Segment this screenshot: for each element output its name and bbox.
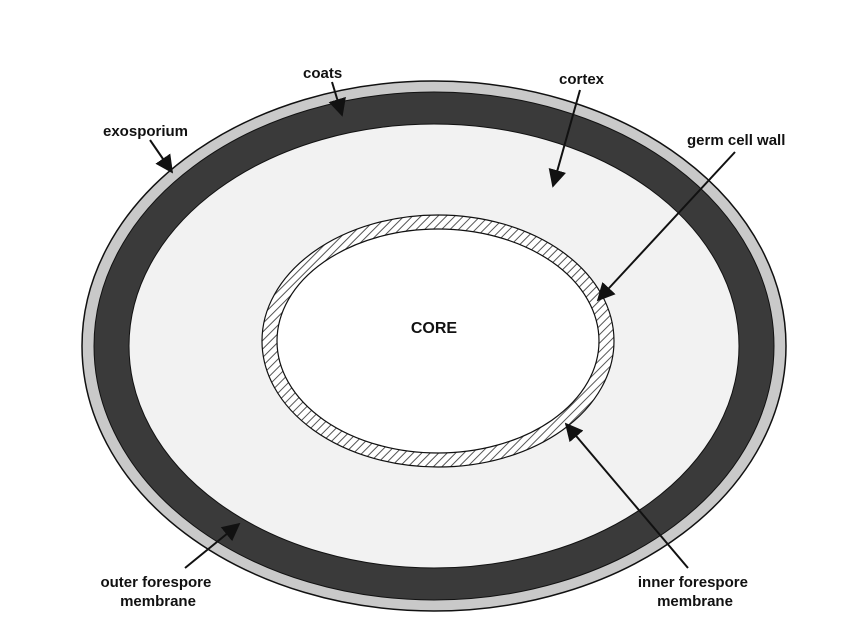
inner-forespore-membrane-line-1: inner forespore bbox=[638, 574, 748, 591]
cortex-arrow bbox=[548, 89, 581, 188]
cortex-label: cortex bbox=[559, 71, 605, 88]
core-region bbox=[276, 228, 600, 454]
coats-arrow bbox=[328, 81, 346, 117]
inner-forespore-membrane-line-2: membrane bbox=[657, 593, 733, 610]
outer-forespore-membrane-line-1: outer forespore bbox=[100, 574, 211, 591]
core-label: CORE bbox=[411, 320, 458, 337]
exosporium-label: exosporium bbox=[103, 123, 188, 140]
outer-forespore-membrane-line-2: membrane bbox=[120, 593, 196, 610]
inner-forespore-membrane-label: inner forespore membrane bbox=[638, 574, 752, 610]
coats-label: coats bbox=[303, 65, 342, 82]
germ-cell-wall-label: germ cell wall bbox=[687, 132, 785, 149]
outer-forespore-membrane-label: outer forespore membrane bbox=[100, 574, 215, 610]
germ-cell-wall-arrow bbox=[596, 151, 736, 302]
arrows bbox=[149, 81, 736, 569]
inner-forespore-membrane-arrow bbox=[564, 422, 689, 569]
outer-forespore-membrane-arrow bbox=[184, 522, 241, 569]
exosporium-arrow bbox=[149, 139, 174, 174]
